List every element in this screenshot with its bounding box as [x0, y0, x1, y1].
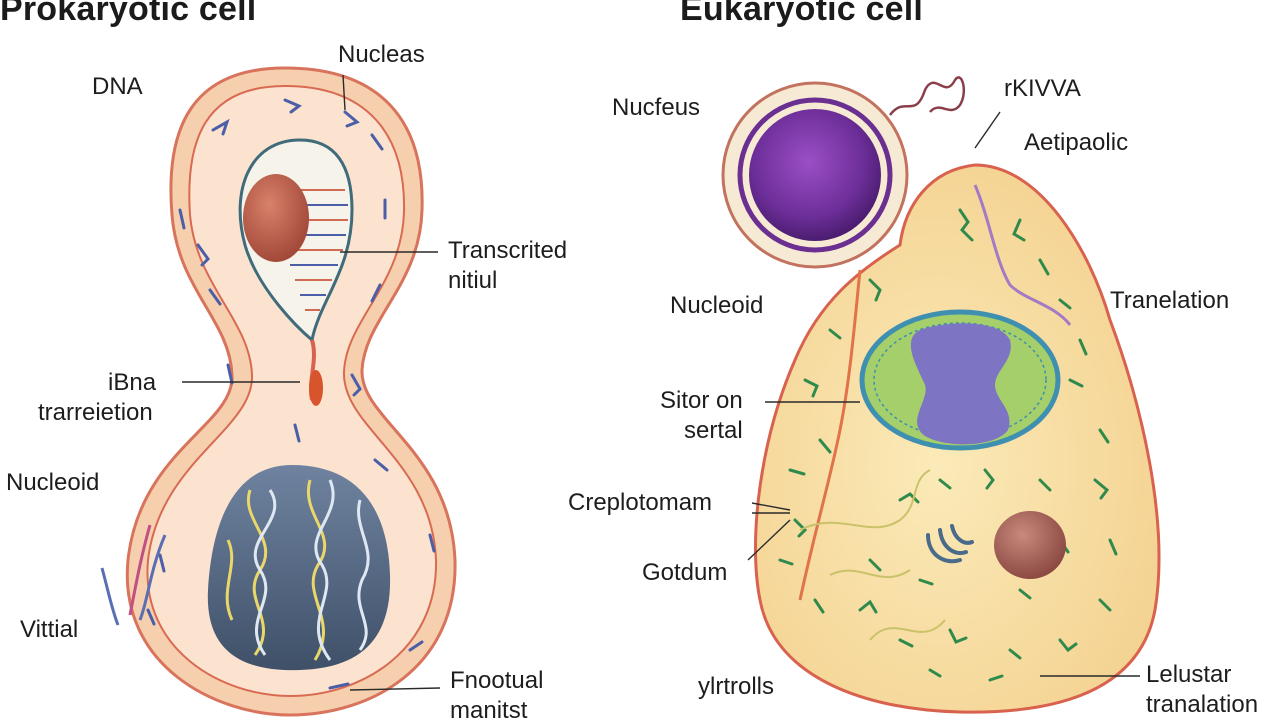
- label-lelustar: Lelustar tranalation: [1146, 660, 1258, 720]
- label-transcribed: Transcrited nitiul: [448, 236, 567, 296]
- label-sitor-line2: sertal: [684, 417, 743, 444]
- label-fnootual: Fnootual manitst: [450, 666, 543, 726]
- label-gotdum: Gotdum: [642, 559, 728, 586]
- label-sitor-line1: Sitor on: [660, 387, 743, 414]
- prokaryote-external-strands: [100, 524, 167, 626]
- label-rna-transcription: iBna trarreietion: [38, 368, 156, 428]
- eukaryote-nucleus-inner-ring: [873, 322, 1047, 438]
- eukaryote-red-channel: [798, 269, 862, 601]
- label-creplotomam: Creplotomam: [568, 489, 713, 516]
- label-nucfeus: Nucfeus: [612, 94, 701, 121]
- label-lelustar-line2: tranalation: [1146, 691, 1259, 718]
- label-nucleoid-left: Nucleoid: [6, 469, 100, 496]
- eukaryotic-cell: [721, 76, 1161, 714]
- prokaryote-nucleus-ball: [243, 174, 309, 262]
- prokaryotic-title: Prokaryotic cell: [0, 0, 257, 28]
- label-vittal: Vittial: [20, 616, 79, 643]
- label-fnootual-line1: Fnootual: [450, 667, 544, 694]
- external-dna-squiggle: [889, 76, 966, 116]
- eukaryote-purple-channel: [973, 184, 1072, 326]
- label-ylrolls: ylrtrolls: [698, 673, 774, 700]
- label-transcribed-line1: Transcrited: [448, 237, 568, 264]
- eukaryotic-title: Eukaryotic cell: [680, 0, 924, 28]
- label-dna: DNA: [92, 73, 143, 100]
- label-nucleas: Nucleas: [338, 41, 425, 68]
- ribosome-blob: [309, 370, 323, 406]
- label-lelustar-line1: Lelustar: [1146, 661, 1232, 688]
- nucfeus-core: [749, 109, 881, 241]
- label-rna-line2: trarreietion: [38, 399, 153, 426]
- label-rnva: rKIVVA: [1004, 75, 1081, 102]
- label-rna-line1: iBna: [108, 369, 157, 396]
- label-tranelation: Tranelation: [1110, 287, 1230, 314]
- eukaryote-organelles: [778, 208, 1118, 682]
- nucfeus-inner-ring: [737, 97, 893, 253]
- eukaryote-vacuole: [994, 511, 1066, 579]
- plasmid-fragments: [146, 98, 436, 690]
- eukaryote-nucleolus: [910, 323, 1011, 445]
- label-nucleoid-right: Nucleoid: [670, 292, 764, 319]
- nucleoid-helices: [225, 479, 370, 661]
- label-aetipaolic: Aetipaolic: [1024, 129, 1129, 156]
- eukaryote-golgi: [926, 524, 974, 564]
- label-fnootual-line2: manitst: [450, 697, 528, 724]
- label-transcribed-line2: nitiul: [448, 267, 498, 294]
- label-sitor-on-sertal: Sitor on sertal: [660, 386, 743, 446]
- prokaryotic-cell: [100, 66, 457, 717]
- eukaryote-er-threads: [799, 469, 946, 641]
- leader-lines: [182, 74, 1140, 691]
- prokaryote-nucleoid-region: [207, 465, 391, 671]
